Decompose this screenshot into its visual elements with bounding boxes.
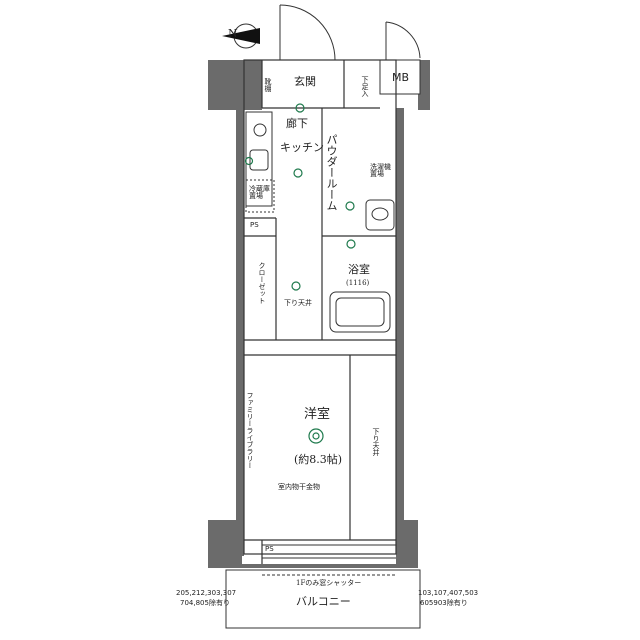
corridor-label: 廊下 xyxy=(286,117,308,130)
fridge-label: 冷蔵庫 置場 xyxy=(249,185,270,200)
ceiling-drop-2-label: 下り天井 xyxy=(372,428,380,456)
shutter-label: 1Fのみ窓シャッター xyxy=(296,579,362,587)
note-left-2: 704,805除有り xyxy=(180,599,230,607)
mb-box xyxy=(379,59,421,95)
closet-label: クローゼット xyxy=(258,262,266,304)
powder-room-label: パウダールーム xyxy=(325,134,338,211)
balcony-sill xyxy=(225,544,421,629)
compass-arrow-icon xyxy=(222,23,260,49)
western-room-size-label: (約8.3帖) xyxy=(294,453,343,466)
drying-hardware-label: 室内物干金物 xyxy=(278,483,320,491)
entrance-label: 玄関 xyxy=(294,75,316,88)
mb-label: MB xyxy=(392,71,410,84)
western-room-label: 洋室 xyxy=(304,407,331,422)
compass-north-label: N xyxy=(228,27,238,40)
family-library-label: ファミリーライブラリー xyxy=(246,392,254,469)
ps-lower-label: PS xyxy=(265,545,274,553)
bathtub xyxy=(329,291,391,333)
balcony-label: バルコニー xyxy=(296,595,351,608)
shoe-box-label: 下足入 xyxy=(361,76,369,97)
ps-upper-label: PS xyxy=(250,221,259,229)
fridge-space xyxy=(245,179,275,213)
ceiling-drop-1-label: 下り天井 xyxy=(284,299,312,307)
entrance-door xyxy=(279,4,421,61)
note-right-2: 605903除有り xyxy=(420,599,468,607)
light-fixture-icon xyxy=(244,103,356,444)
note-right-1: 103,107,407,503 xyxy=(418,589,479,597)
walls xyxy=(208,60,430,568)
partitions xyxy=(243,59,397,564)
bath-label: 浴室 xyxy=(348,263,370,276)
vanity xyxy=(365,199,395,231)
note-left-1: 205,212,303,307 xyxy=(176,589,237,597)
washer-label: 洗濯機 置場 xyxy=(370,163,391,178)
shoe-shelf-label: 靴棚 xyxy=(264,78,272,92)
bath-size-label: (1116) xyxy=(346,279,370,287)
kitchen-label: キッチン xyxy=(280,141,324,154)
